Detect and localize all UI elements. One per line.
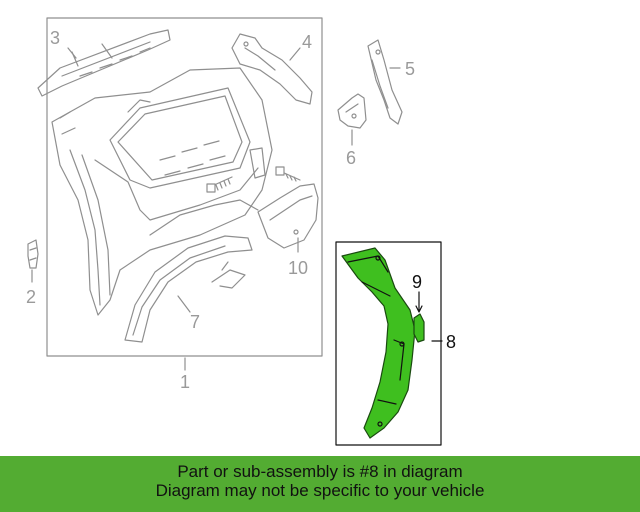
callout-7: 7 bbox=[190, 312, 200, 332]
part-8-frame bbox=[335, 241, 442, 446]
leader-4 bbox=[289, 47, 301, 61]
callout-10: 10 bbox=[288, 258, 308, 278]
info-banner: Part or sub-assembly is #8 in diagram Di… bbox=[0, 456, 640, 512]
leader-7 bbox=[177, 295, 191, 313]
banner-line-1: Part or sub-assembly is #8 in diagram bbox=[177, 462, 463, 481]
callout-8: 8 bbox=[446, 332, 456, 352]
callout-3: 3 bbox=[50, 28, 60, 48]
leader-3 bbox=[67, 47, 77, 59]
part-4-bracket bbox=[231, 33, 313, 105]
callout-2: 2 bbox=[26, 287, 36, 307]
part-1-quarter-panel bbox=[51, 67, 273, 316]
part-6-bracket bbox=[337, 93, 367, 129]
part-2-clip bbox=[27, 239, 39, 269]
part-5-bracket bbox=[367, 39, 403, 125]
callout-5: 5 bbox=[405, 59, 415, 79]
part-7-wheelhouse bbox=[124, 235, 253, 343]
banner-line-2: Diagram may not be specific to your vehi… bbox=[155, 481, 485, 500]
callout-1: 1 bbox=[180, 372, 190, 392]
parts-diagram-svg: 1 2 3 4 5 6 7 8 9 10 bbox=[26, 17, 456, 446]
bolt-center bbox=[206, 176, 233, 193]
part-10-panel bbox=[257, 183, 319, 249]
parts-diagram: 1 2 3 4 5 6 7 8 9 10 bbox=[26, 17, 456, 446]
callout-6: 6 bbox=[346, 148, 356, 168]
callout-4: 4 bbox=[302, 32, 312, 52]
part-9-bracket bbox=[413, 313, 425, 343]
bolt-right bbox=[275, 166, 301, 182]
callout-9: 9 bbox=[412, 272, 422, 292]
part-1-frame bbox=[46, 17, 323, 357]
part-8-pillar bbox=[341, 247, 416, 439]
leader-9-arrow bbox=[415, 305, 423, 313]
